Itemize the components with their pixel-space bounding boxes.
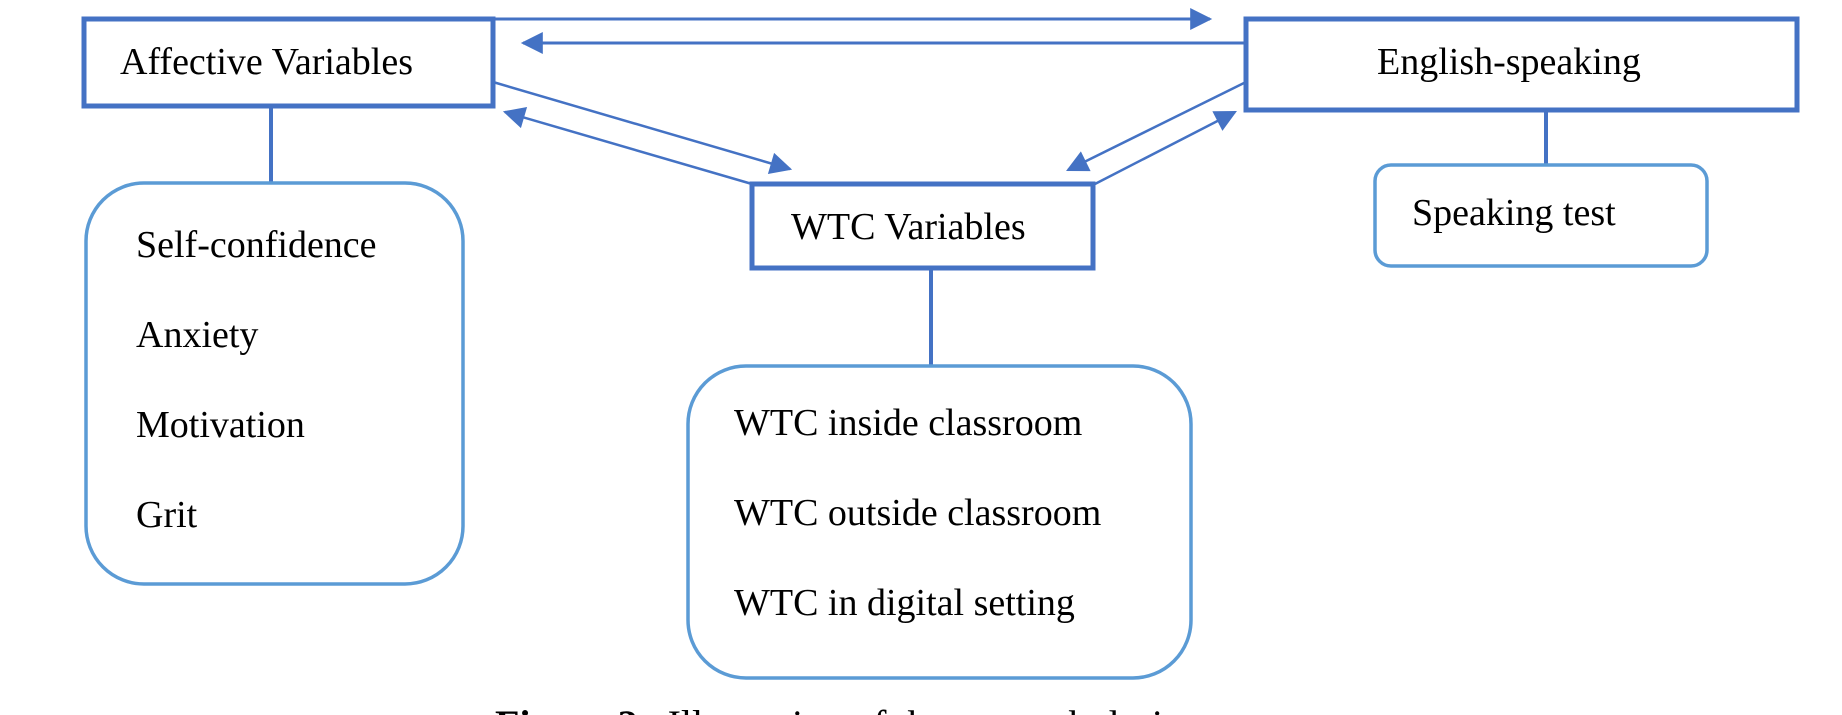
figure-caption-text: Illustration of the research design — [668, 702, 1203, 715]
connectors — [269, 8, 1548, 366]
arrow-affective-to-wtc — [492, 80, 793, 174]
node-box — [1243, 16, 1800, 113]
node-wtc-variables: WTC Variables — [749, 181, 1096, 271]
node-english-speaking: English-speaking — [1243, 16, 1800, 113]
arrow-english-to-wtc — [1066, 80, 1247, 172]
list-item: Anxiety — [136, 314, 258, 356]
node-label: WTC Variables — [791, 206, 1026, 248]
list-item: Speaking test — [1412, 192, 1616, 234]
node-box — [749, 181, 1096, 271]
figure-caption: Figure 2. Illustration of the research d… — [495, 702, 1203, 715]
arrow-wtc-to-affective — [502, 106, 753, 186]
group-box — [686, 364, 1193, 680]
group-wtc-items: WTC inside classroom WTC outside classro… — [686, 364, 1193, 680]
list-item: Self-confidence — [136, 224, 377, 266]
arrow-wtc-to-english — [1092, 110, 1237, 187]
node-box — [81, 16, 496, 109]
node-affective-variables: Affective Variables — [81, 16, 496, 109]
group-english-items: Speaking test — [1373, 163, 1709, 268]
group-box — [1373, 163, 1709, 268]
list-item: WTC outside classroom — [734, 492, 1101, 534]
node-label: Affective Variables — [120, 41, 413, 83]
list-item: Motivation — [136, 404, 305, 446]
node-label: English-speaking — [1377, 41, 1641, 83]
list-item: WTC inside classroom — [734, 402, 1082, 444]
group-box — [84, 181, 465, 586]
group-affective-items: Self-confidence Anxiety Motivation Grit — [84, 181, 465, 586]
list-item: WTC in digital setting — [734, 582, 1075, 624]
figure-caption-label: Figure 2. — [495, 702, 648, 715]
list-item: Grit — [136, 494, 198, 536]
